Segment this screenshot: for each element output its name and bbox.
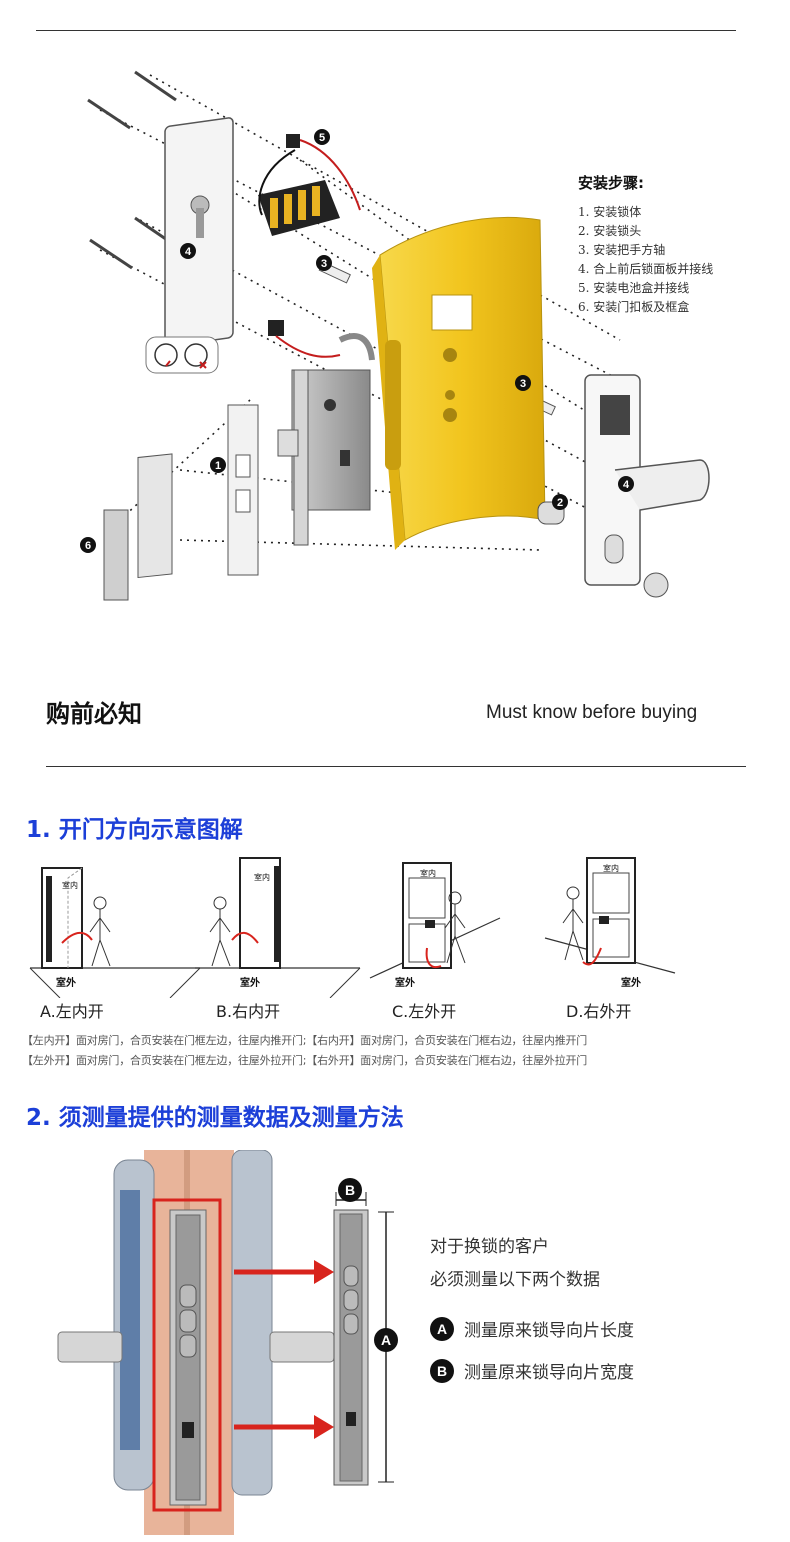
- measure-intro-2: 必须测量以下两个数据: [430, 1270, 600, 1290]
- must-know-title-en: Must know before buying: [486, 702, 698, 723]
- callout-6: 6: [80, 537, 96, 553]
- measure-item-a-text: 测量原来锁导向片长度: [464, 1321, 634, 1341]
- install-step: 4. 合上前后锁面板并接线: [578, 262, 714, 276]
- arrow-right-icon: [234, 1260, 334, 1284]
- callout-2: 2: [552, 494, 568, 510]
- callout-3b: 3: [515, 375, 531, 391]
- must-know-title-zh: 购前必知: [46, 700, 142, 728]
- install-diagram: 5 3 4 3 1 2 4 6 安装步骤: 1. 安装锁体 2. 安装锁头 3.…: [0, 40, 790, 640]
- front-panel: [584, 374, 710, 598]
- svg-text:5: 5: [319, 132, 325, 144]
- measure-item-a: A 测量原来锁导向片长度: [430, 1316, 634, 1341]
- badge-a: A: [430, 1316, 454, 1341]
- door-outside-label: 室外: [395, 978, 415, 989]
- svg-text:4: 4: [185, 246, 192, 258]
- callout-5: 5: [314, 129, 330, 145]
- svg-text:3: 3: [321, 258, 327, 270]
- door-inside-label: 室内: [420, 869, 436, 878]
- svg-text:2: 2: [557, 497, 563, 509]
- mortise-lock-body: [268, 320, 375, 546]
- section2-title: 2. 须测量提供的测量数据及测量方法: [26, 1105, 404, 1131]
- install-step: 2. 安装锁头: [578, 224, 642, 238]
- door-outside-label: 室外: [240, 978, 260, 989]
- door-diagram-a: 室内 室外: [20, 848, 210, 999]
- screws: [87, 70, 177, 270]
- callouts: 5 3 4 3 1 2 4 6: [80, 129, 634, 553]
- install-step: 5. 安装电池盒并接线: [578, 281, 690, 295]
- door-description-line2: 【左外开】面对房门，合页安装在门框左边，往屋外拉开门;【右外开】面对房门，合页安…: [22, 1054, 588, 1067]
- top-divider: [36, 30, 736, 31]
- strike-plate: [227, 404, 259, 576]
- install-step: 6. 安装门扣板及框盒: [578, 300, 690, 314]
- callout-1: 1: [210, 457, 226, 473]
- dimension-b-badge: B: [338, 1178, 362, 1202]
- exploded-lock-illustration: 5 3 4 3 1 2 4 6: [80, 70, 710, 601]
- door-diagram-c: 室内 室外: [365, 848, 555, 998]
- callout-3a: 3: [316, 255, 332, 271]
- frame-box: [103, 453, 173, 601]
- door-diagram-b: 室内 室外: [190, 848, 380, 999]
- measurement-illustration: B A: [44, 1149, 464, 1535]
- dimension-a-badge: A: [374, 1328, 398, 1352]
- door-outside-label: 室外: [56, 978, 76, 989]
- orientation-badge: [145, 336, 219, 374]
- door-inside-label: 室内: [603, 864, 619, 873]
- svg-text:1: 1: [215, 460, 221, 472]
- measure-item-b: B 测量原来锁导向片宽度: [430, 1358, 634, 1383]
- door-outside-label: 室外: [621, 978, 641, 989]
- callout-4b: 4: [618, 476, 634, 492]
- callout-4a: 4: [180, 243, 196, 259]
- measure-intro-1: 对于换锁的客户: [430, 1237, 549, 1257]
- must-know-divider: [46, 766, 746, 767]
- door-description-line1: 【左内开】面对房门，合页安装在门框左边，往屋内推开门;【右内开】面对房门，合页安…: [22, 1034, 588, 1047]
- arrow-right-icon: [234, 1415, 334, 1439]
- battery-box: [258, 134, 361, 236]
- svg-text:3: 3: [520, 378, 526, 390]
- install-step: 3. 安装把手方轴: [578, 243, 666, 257]
- svg-text:4: 4: [623, 479, 630, 491]
- door-caption-a: A.左内开: [40, 1002, 104, 1021]
- install-steps: 安装步骤: 1. 安装锁体 2. 安装锁头 3. 安装把手方轴 4. 合上前后锁…: [578, 172, 778, 317]
- section1-title: 1. 开门方向示意图解: [26, 817, 243, 843]
- install-steps-title: 安装步骤:: [578, 174, 644, 192]
- back-panel: [164, 117, 234, 347]
- door-inside-label: 室内: [62, 881, 78, 890]
- door-caption-d: D.右外开: [566, 1002, 632, 1021]
- door-diagram-d: 室内 室外: [535, 848, 725, 998]
- door-slab: [372, 216, 546, 550]
- svg-text:6: 6: [85, 540, 91, 552]
- measure-item-b-text: 测量原来锁导向片宽度: [464, 1363, 634, 1383]
- install-step: 1. 安装锁体: [578, 205, 642, 219]
- door-caption-c: C.左外开: [392, 1002, 457, 1021]
- door-caption-b: B.右内开: [216, 1002, 281, 1021]
- badge-b: B: [430, 1358, 454, 1383]
- door-inside-label: 室内: [254, 873, 270, 882]
